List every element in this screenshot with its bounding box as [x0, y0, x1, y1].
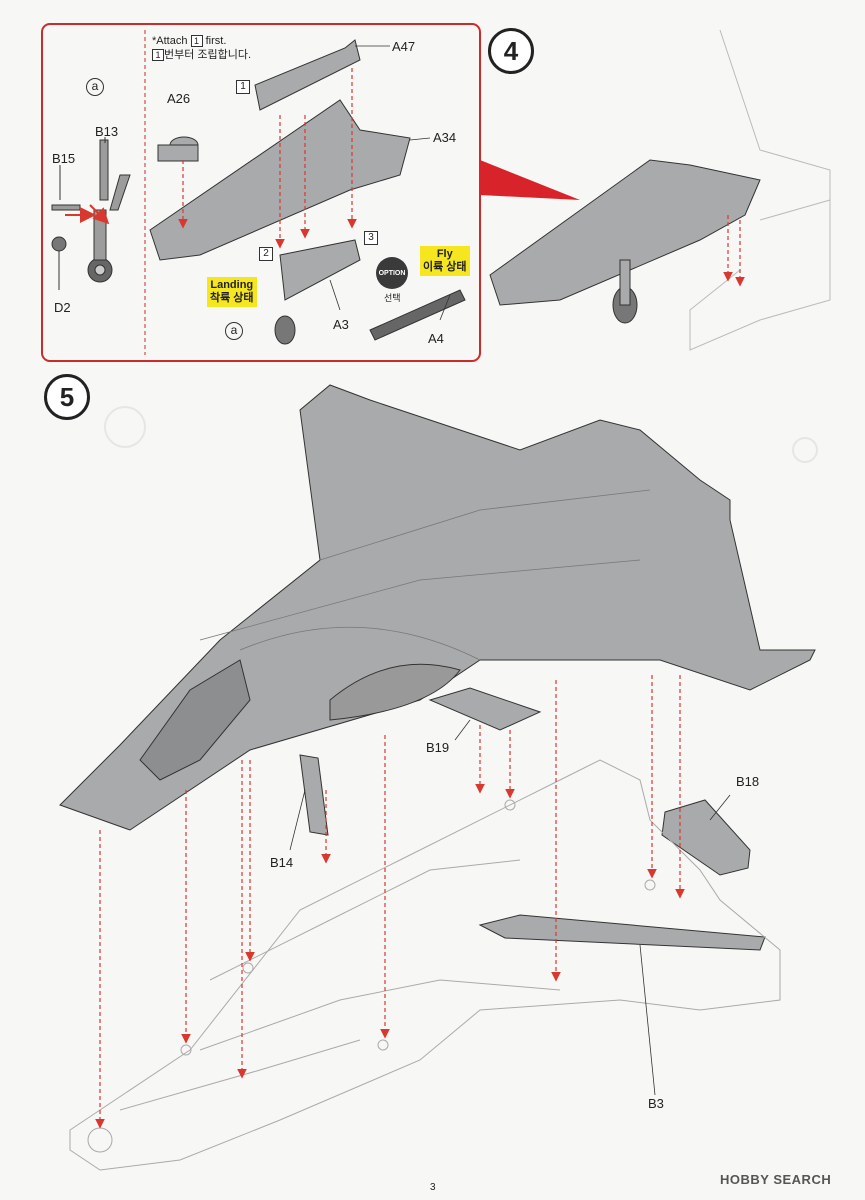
part-label-a34: A34	[433, 130, 457, 145]
note-kr: 번부터 조립합니다.	[164, 49, 252, 61]
upper-panel-lines	[199, 489, 651, 661]
sub-marker-a-bottom: a	[225, 322, 243, 340]
lower-fuselage	[69, 759, 781, 1171]
seq-box-2: 2	[259, 247, 273, 261]
option-badge: OPTION	[376, 257, 408, 289]
nose-gear-bay-parts	[149, 39, 466, 345]
part-label-d2: D2	[54, 300, 71, 315]
page-number: 3	[430, 1182, 436, 1193]
part-label-b19: B19	[426, 740, 450, 755]
fly-state-tag: Fly 이륙 상태	[420, 246, 470, 276]
step-number-4: 4	[488, 28, 534, 74]
hobby-search-watermark: HOBBY SEARCH	[720, 1172, 832, 1187]
callout-pointer	[480, 160, 580, 200]
landing-en: Landing	[210, 279, 254, 291]
seq-box-3: 3	[364, 231, 378, 245]
part-label-b3: B3	[648, 1096, 664, 1111]
note-seq-box: 1	[190, 35, 203, 47]
alignment-circle-mark	[104, 406, 146, 448]
upper-fuselage	[59, 384, 816, 831]
sub-marker-a-top: a	[86, 78, 104, 96]
part-label-a26: A26	[167, 91, 191, 106]
step4-result	[489, 159, 761, 324]
fly-kr: 이륙 상태	[423, 261, 467, 273]
part-label-b13: B13	[95, 124, 119, 139]
fly-en: Fly	[436, 248, 453, 260]
part-label-a3: A3	[333, 317, 349, 332]
alignment-circle-mark	[792, 437, 818, 463]
option-kr-label: 선택	[384, 293, 401, 303]
note-en-tail: first.	[205, 35, 227, 47]
step4-fuselage-outline	[689, 29, 831, 351]
part-label-a47: A47	[392, 39, 416, 54]
note-en: *Attach	[152, 35, 188, 47]
landing-state-tag: Landing 착륙 상태	[207, 277, 257, 307]
loose-parts	[299, 687, 766, 951]
landing-kr: 착륙 상태	[210, 292, 254, 304]
part-label-b15: B15	[52, 151, 76, 166]
seq-box-1: 1	[236, 80, 250, 94]
part-label-a4: A4	[428, 331, 444, 346]
landing-gear-exploded	[51, 139, 131, 283]
part-label-b14: B14	[270, 855, 294, 870]
part-label-b18: B18	[736, 774, 760, 789]
note-seq-box-kr: 1	[152, 49, 164, 61]
step-number-5: 5	[44, 374, 90, 420]
